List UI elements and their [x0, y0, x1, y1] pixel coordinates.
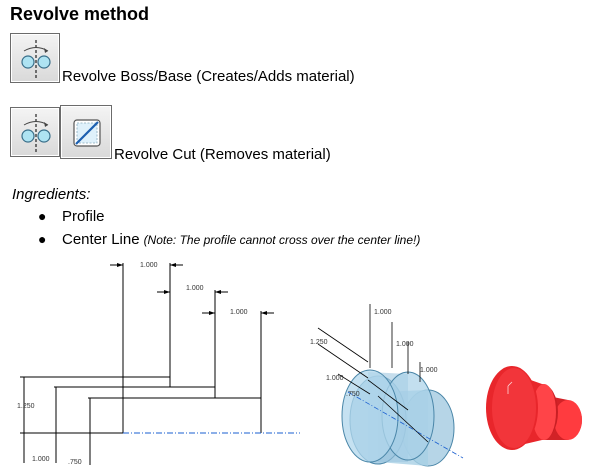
- dim-top-2: 1.000: [186, 285, 204, 292]
- iso-dim-3: 1.000: [420, 367, 438, 374]
- revolve-cut-label: Revolve Cut (Removes material): [114, 146, 331, 163]
- list-item-note: (Note: The profile cannot cross over the…: [143, 233, 421, 247]
- list-item-text: Center Line: [62, 231, 140, 248]
- dim-bottom-2: .750: [68, 459, 82, 466]
- revolve-icon: [21, 40, 51, 80]
- iso-blue-part: 1.000 1.000 1.000 1.250 1.000 .750: [310, 304, 464, 467]
- list-item-text: Profile: [62, 208, 105, 225]
- dim-top-1: 1.000: [140, 262, 158, 269]
- dim-left-height: 1.250: [17, 403, 35, 410]
- iso-dim-1: 1.000: [374, 309, 392, 316]
- list-item: ● Profile: [38, 208, 105, 225]
- iso-dim-5: 1.000: [326, 375, 344, 382]
- list-item: ● Center Line (Note: The profile cannot …: [38, 231, 421, 248]
- revolve-cut-button[interactable]: [10, 107, 60, 157]
- ingredients-heading: Ingredients:: [12, 186, 91, 203]
- profile-drawing: 1.000 1.000 1.000 1.250 1.000 .750: [17, 262, 300, 466]
- dim-top-3: 1.000: [230, 309, 248, 316]
- iso-dim-6: .750: [346, 391, 360, 398]
- iso-dim-2: 1.000: [396, 341, 414, 348]
- revolve-boss-button[interactable]: [10, 33, 60, 83]
- dim-bottom-1: 1.000: [32, 456, 50, 463]
- cut-square-button[interactable]: [60, 105, 112, 159]
- revolve-icon: [21, 114, 51, 154]
- page-title: Revolve method: [10, 4, 150, 24]
- revolve-boss-label: Revolve Boss/Base (Creates/Adds material…: [62, 68, 355, 85]
- cut-square-icon: [73, 119, 101, 147]
- red-solid-part: [486, 366, 582, 450]
- iso-dim-4: 1.250: [310, 339, 328, 346]
